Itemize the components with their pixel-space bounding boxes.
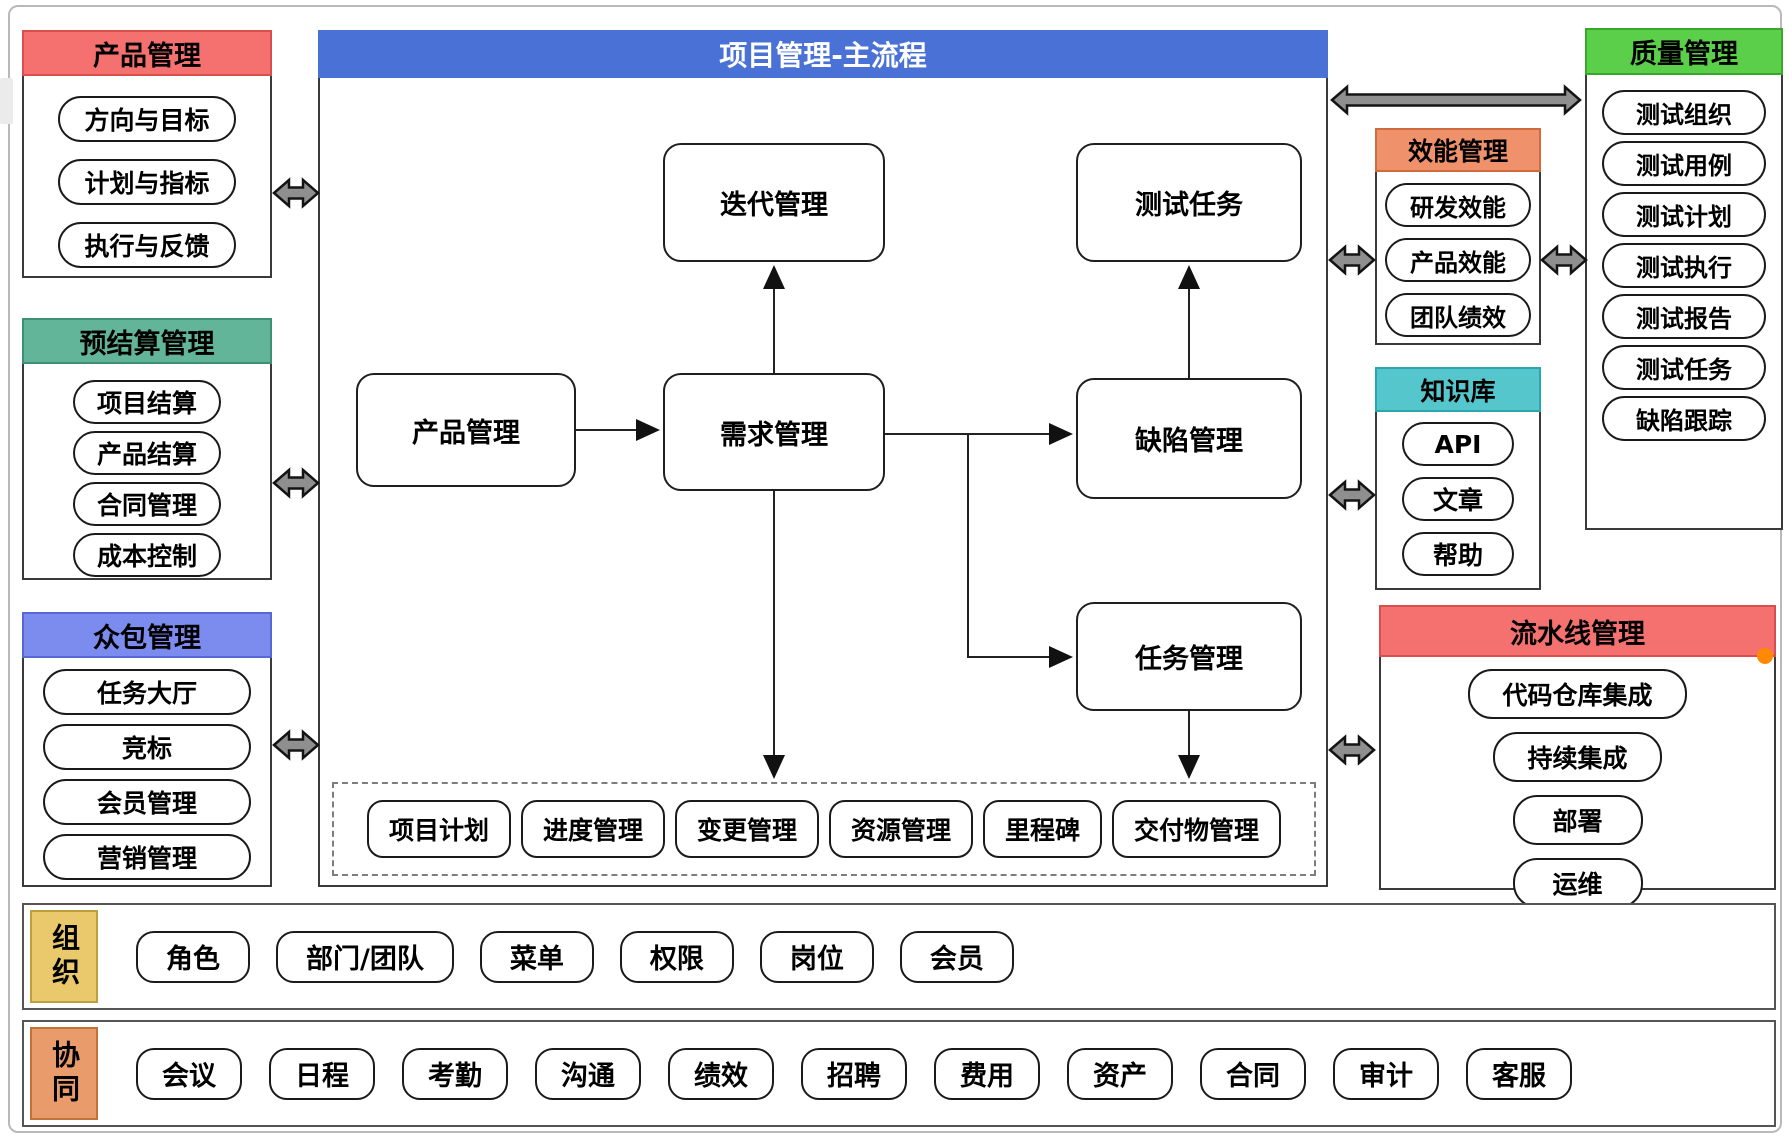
diagram-pill: 计划与指标 — [58, 159, 236, 205]
diagram-pill: 绩效 — [668, 1047, 774, 1100]
panel-crowdsource-mgmt-body: 任务大厅竞标会员管理营销管理 — [24, 658, 270, 885]
flow-node-test-task: 测试任务 — [1076, 143, 1302, 262]
diagram-pill: 缺陷跟踪 — [1602, 396, 1766, 441]
diagram-pill: 项目结算 — [73, 380, 221, 424]
row-collaboration-label: 协同 — [30, 1027, 98, 1120]
diagram-pill: 权限 — [619, 930, 734, 983]
diagram-pill: 费用 — [934, 1047, 1040, 1100]
diagram-pill: 团队绩效 — [1385, 293, 1531, 337]
diagram-pill: 考勤 — [402, 1047, 508, 1100]
panel-efficiency-mgmt: 效能管理 研发效能产品效能团队绩效 — [1375, 128, 1541, 345]
panel-quality-mgmt: 质量管理 测试组织测试用例测试计划测试执行测试报告测试任务缺陷跟踪 — [1585, 28, 1783, 530]
panel-product-mgmt-title: 产品管理 — [22, 30, 272, 76]
diagram-pill: 会员 — [899, 930, 1014, 983]
panel-pipeline-mgmt: 流水线管理 代码仓库集成持续集成部署运维 — [1379, 605, 1776, 908]
diagram-pill: API — [1402, 422, 1514, 466]
diagram-pill: 持续集成 — [1493, 732, 1662, 782]
diagram-pill: 帮助 — [1402, 532, 1514, 576]
panel-efficiency-mgmt-title: 效能管理 — [1375, 128, 1541, 172]
sub-process-pill: 项目计划 — [366, 800, 511, 858]
panel-efficiency-mgmt-body: 研发效能产品效能团队绩效 — [1377, 172, 1539, 343]
sub-process-pill: 交付物管理 — [1112, 800, 1282, 858]
flow-node-iteration: 迭代管理 — [663, 143, 885, 262]
diagram-pill: 任务大厅 — [43, 669, 251, 715]
flow-node-product: 产品管理 — [356, 373, 576, 487]
row-organization: 组织 角色部门/团队菜单权限岗位会员 — [22, 903, 1776, 1010]
diagram-pill: 会议 — [136, 1047, 242, 1100]
diagram-pill: 成本控制 — [73, 533, 221, 577]
diagram-pill: 测试报告 — [1602, 294, 1766, 339]
diagram-pill: 客服 — [1466, 1047, 1572, 1100]
diagram-pill: 合同管理 — [73, 482, 221, 526]
diagram-pill: 运维 — [1512, 858, 1643, 908]
diagram-pill: 文章 — [1402, 477, 1514, 521]
diagram-pill: 营销管理 — [43, 834, 251, 880]
sub-process-pill: 资源管理 — [829, 800, 974, 858]
diagram-pill: 部署 — [1512, 795, 1643, 845]
panel-pipeline-mgmt-body: 代码仓库集成持续集成部署运维 — [1381, 657, 1774, 908]
row-collaboration-items: 会议日程考勤沟通绩效招聘费用资产合同审计客服 — [136, 1047, 1572, 1100]
diagram-pill: 测试组织 — [1602, 90, 1766, 135]
row-organization-label: 组织 — [30, 910, 98, 1003]
flow-node-defect: 缺陷管理 — [1076, 378, 1302, 499]
row-collaboration: 协同 会议日程考勤沟通绩效招聘费用资产合同审计客服 — [22, 1020, 1776, 1127]
diagram-pill: 测试用例 — [1602, 141, 1766, 186]
flow-node-task: 任务管理 — [1076, 602, 1302, 711]
sub-process-pill: 里程碑 — [983, 800, 1103, 858]
panel-budget-mgmt-title: 预结算管理 — [22, 318, 272, 364]
panel-knowledge-base: 知识库 API 文章帮助 — [1375, 367, 1541, 590]
panel-product-mgmt-body: 方向与目标计划与指标执行与反馈 — [24, 76, 270, 276]
diagram-pill: 角色 — [136, 930, 250, 983]
sub-process-pill: 变更管理 — [674, 800, 819, 858]
diagram-pill: 菜单 — [479, 930, 594, 983]
flow-node-requirement: 需求管理 — [663, 373, 885, 491]
panel-knowledge-base-body: API 文章帮助 — [1377, 412, 1539, 588]
diagram-pill: 代码仓库集成 — [1468, 669, 1687, 719]
diagram-pill: 执行与反馈 — [58, 222, 236, 268]
row-organization-items: 角色部门/团队菜单权限岗位会员 — [136, 930, 1014, 983]
panel-pipeline-mgmt-title: 流水线管理 — [1379, 605, 1776, 657]
outer-border — [8, 5, 1782, 1133]
diagram-pill: 测试计划 — [1602, 192, 1766, 237]
edge-artifact — [0, 78, 13, 124]
panel-budget-mgmt-body: 项目结算产品结算合同管理成本控制 — [24, 364, 270, 578]
diagram-pill: 测试任务 — [1602, 345, 1766, 390]
diagram-pill: 会员管理 — [43, 779, 251, 825]
diagram-pill: 方向与目标 — [58, 96, 236, 142]
panel-knowledge-base-title: 知识库 — [1375, 367, 1541, 412]
diagram-pill: 沟通 — [535, 1047, 641, 1100]
diagram-pill: 审计 — [1333, 1047, 1439, 1100]
diagram-pill: 资产 — [1067, 1047, 1173, 1100]
diagram-pill: 招聘 — [801, 1047, 907, 1100]
diagram-pill: 测试执行 — [1602, 243, 1766, 288]
diagram-pill: 部门/团队 — [276, 930, 454, 983]
diagram-pill: 研发效能 — [1385, 183, 1531, 227]
sub-process-group: 项目计划进度管理变更管理资源管理里程碑交付物管理 — [332, 782, 1316, 876]
diagram-pill: 产品效能 — [1385, 238, 1531, 282]
panel-main-flow-title: 项目管理-主流程 — [318, 30, 1328, 78]
panel-quality-mgmt-title: 质量管理 — [1585, 28, 1783, 75]
panel-crowdsource-mgmt-title: 众包管理 — [22, 612, 272, 658]
pipeline-accent-dot — [1757, 648, 1773, 664]
panel-budget-mgmt: 预结算管理 项目结算产品结算合同管理成本控制 — [22, 318, 272, 580]
sub-process-pill: 进度管理 — [520, 800, 665, 858]
diagram-pill: 日程 — [269, 1047, 375, 1100]
diagram-pill: 竞标 — [43, 724, 251, 770]
diagram-pill: 合同 — [1200, 1047, 1306, 1100]
panel-crowdsource-mgmt: 众包管理 任务大厅竞标会员管理营销管理 — [22, 612, 272, 887]
panel-product-mgmt: 产品管理 方向与目标计划与指标执行与反馈 — [22, 30, 272, 278]
diagram-pill: 岗位 — [759, 930, 874, 983]
panel-quality-mgmt-body: 测试组织测试用例测试计划测试执行测试报告测试任务缺陷跟踪 — [1587, 75, 1781, 528]
diagram-pill: 产品结算 — [73, 431, 221, 475]
